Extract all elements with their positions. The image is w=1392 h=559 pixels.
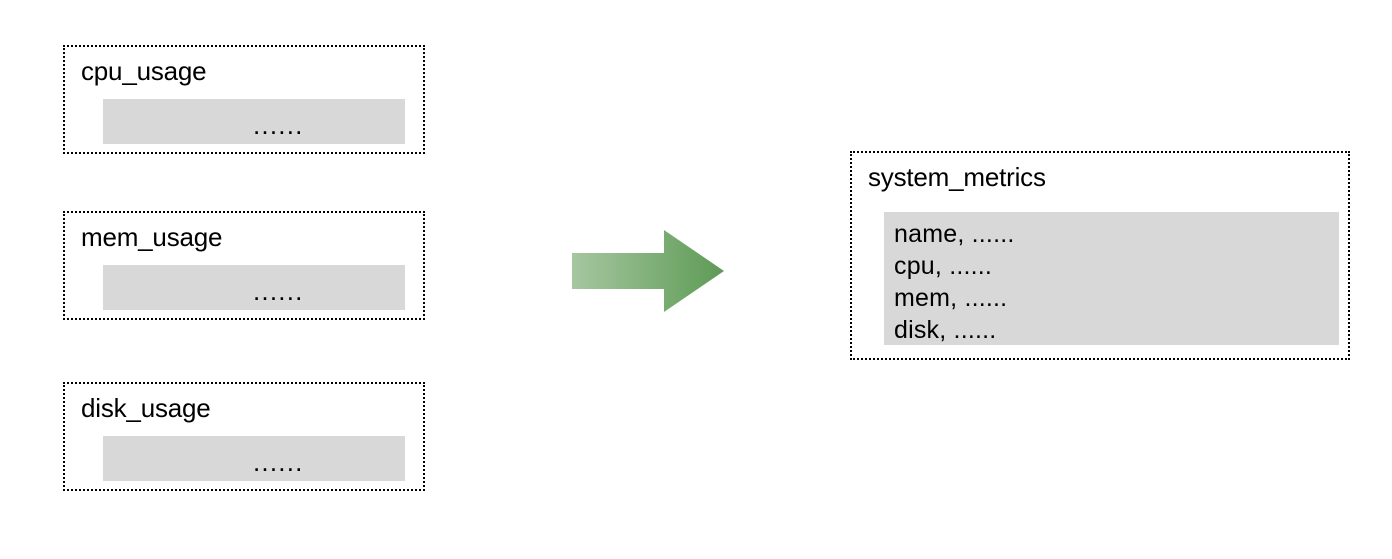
entity-title-disk-usage: disk_usage — [81, 393, 211, 423]
entity-box-disk-usage[interactable]: disk_usage ...... — [63, 382, 425, 491]
entity-box-cpu-usage[interactable]: cpu_usage ...... — [63, 45, 425, 154]
field-row-cpu: cpu, ...... — [894, 252, 993, 280]
field-row-name: name, ...... — [894, 220, 1015, 248]
entity-body-ellipsis-cpu-usage: ...... — [253, 110, 304, 140]
entity-title-cpu-usage: cpu_usage — [81, 56, 207, 86]
entity-body-system-metrics: name, ...... cpu, ...... mem, ...... dis… — [884, 212, 1339, 345]
field-list: name, ...... cpu, ...... mem, ...... dis… — [894, 218, 1015, 346]
entity-body-cpu-usage: ...... — [103, 99, 405, 144]
entity-box-mem-usage[interactable]: mem_usage ...... — [63, 211, 425, 320]
field-row-mem: mem, ...... — [894, 284, 1008, 312]
entity-title-mem-usage: mem_usage — [81, 222, 223, 252]
entity-title-system-metrics: system_metrics — [868, 162, 1046, 192]
field-row-disk: disk, ...... — [894, 316, 997, 344]
entity-body-mem-usage: ...... — [103, 265, 405, 310]
entity-box-system-metrics[interactable]: system_metrics name, ...... cpu, ...... … — [850, 151, 1350, 360]
entity-body-ellipsis-mem-usage: ...... — [253, 276, 304, 306]
entity-body-disk-usage: ...... — [103, 436, 405, 481]
entity-body-ellipsis-disk-usage: ...... — [253, 447, 304, 477]
right-arrow-icon — [572, 230, 724, 312]
